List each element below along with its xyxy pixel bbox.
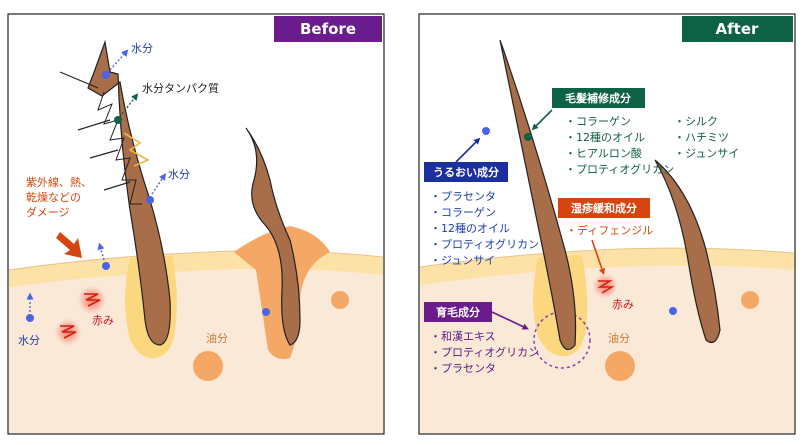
after-small-hair	[654, 159, 721, 343]
after-oil-blob-small	[741, 291, 759, 309]
before-protein-label: 水分タンパク質	[142, 81, 219, 95]
after-repair-item-5: ・シルク	[674, 115, 718, 128]
before-damage-zigzag	[123, 132, 150, 167]
before-redness-label: 赤み	[92, 314, 114, 327]
before-protein-dot	[114, 116, 122, 124]
after-soothing-title-box	[558, 198, 650, 218]
after-header-text: After	[716, 20, 759, 38]
before-oil-blob	[193, 351, 223, 381]
after-soothing-arrow	[591, 239, 605, 276]
after-repair-arrow	[531, 109, 553, 131]
before-water-dot-surface	[102, 262, 110, 270]
after-follicle-target-ring	[533, 311, 591, 369]
after-repair-title: 毛髪補修成分	[565, 91, 631, 105]
before-header-box	[274, 16, 382, 42]
after-repair-item-4: ・プロティオグリカン	[565, 162, 674, 176]
before-water-label-top: 水分	[131, 42, 153, 55]
after-moisture-item-5: ・ジュンサイ	[430, 254, 495, 267]
after-healthy-hair	[499, 39, 577, 351]
after-repair-title-box	[552, 88, 645, 108]
before-header-text: Before	[300, 20, 356, 38]
after-moisture-title-box	[424, 162, 508, 182]
before-hair-cuticle	[97, 91, 142, 205]
after-water-dot-hair	[482, 127, 490, 135]
after-moisture-title: うるおい成分	[433, 165, 499, 179]
after-repair-item-1: ・コラーゲン	[565, 115, 631, 128]
after-header-box	[682, 16, 793, 42]
after-growth-title-box	[424, 302, 492, 322]
after-growth-item-2: ・プロティオグリカン	[430, 345, 539, 359]
after-soothing-title: 湿疹緩和成分	[571, 201, 637, 215]
after-repair-item-7: ・ジュンサイ	[674, 147, 739, 160]
after-repair-item-2: ・12種のオイル	[565, 130, 645, 144]
before-water-dot-top	[102, 71, 110, 79]
after-moisture-item-3: ・12種のオイル	[430, 221, 510, 235]
before-panel: Before 水分 水分タンパク質 水分 紫外線、熱、 乾燥などの ダメージ 赤…	[7, 13, 385, 435]
before-damage-arrow	[56, 232, 82, 258]
before-uv-line-2: 乾燥などの	[26, 191, 81, 204]
after-moisture-item-1: ・プラセンタ	[430, 190, 496, 203]
after-moisture-item-2: ・コラーゲン	[430, 206, 496, 219]
before-water-dot-skin	[262, 308, 270, 316]
before-water-dot-mid	[146, 196, 154, 204]
after-moisture-item-4: ・プロティオグリカン	[430, 237, 539, 251]
after-redness-label: 赤み	[612, 298, 634, 311]
before-redness-mark-2	[60, 325, 77, 339]
before-oil-blob-small	[331, 291, 349, 309]
after-protein-dot	[524, 133, 532, 141]
after-growth-item-1: ・和漢エキス	[430, 330, 496, 343]
before-hair-split-ends	[59, 71, 131, 191]
before-water-arrow-surface	[97, 242, 105, 261]
after-redness-glow	[591, 272, 619, 300]
before-small-hair	[245, 127, 301, 346]
after-repair-item-3: ・ヒアルロン酸	[565, 146, 642, 160]
before-uv-line-1: 紫外線、熱、	[26, 175, 92, 189]
after-growth-arrow	[491, 311, 529, 330]
after-water-dot-skin	[669, 307, 677, 315]
after-oil-label: 油分	[608, 331, 630, 345]
after-soothing-item-1: ・ディフェンジル	[566, 223, 653, 237]
before-redness-mark-1	[84, 293, 101, 307]
after-oil-blob	[605, 351, 635, 381]
before-water-label-bottom: 水分	[18, 334, 40, 347]
after-redness-mark	[597, 280, 615, 294]
after-moisture-arrow	[455, 137, 481, 163]
after-growth-item-3: ・プラセンタ	[430, 362, 496, 375]
after-panel: After 毛髪補修成分 ・コラーゲン ・12種のオイル ・ヒアルロン酸 ・プロ…	[418, 13, 796, 435]
before-water-arrow-top	[109, 49, 129, 71]
before-uv-line-3: ダメージ	[26, 205, 69, 219]
before-oil-label: 油分	[206, 331, 228, 345]
after-skin-surface-line	[419, 247, 795, 268]
before-water-label-mid: 水分	[168, 168, 190, 181]
after-repair-item-6: ・ハチミツ	[674, 131, 729, 144]
before-water-dot-bottom	[26, 314, 34, 322]
after-growth-title: 育毛成分	[436, 305, 480, 319]
